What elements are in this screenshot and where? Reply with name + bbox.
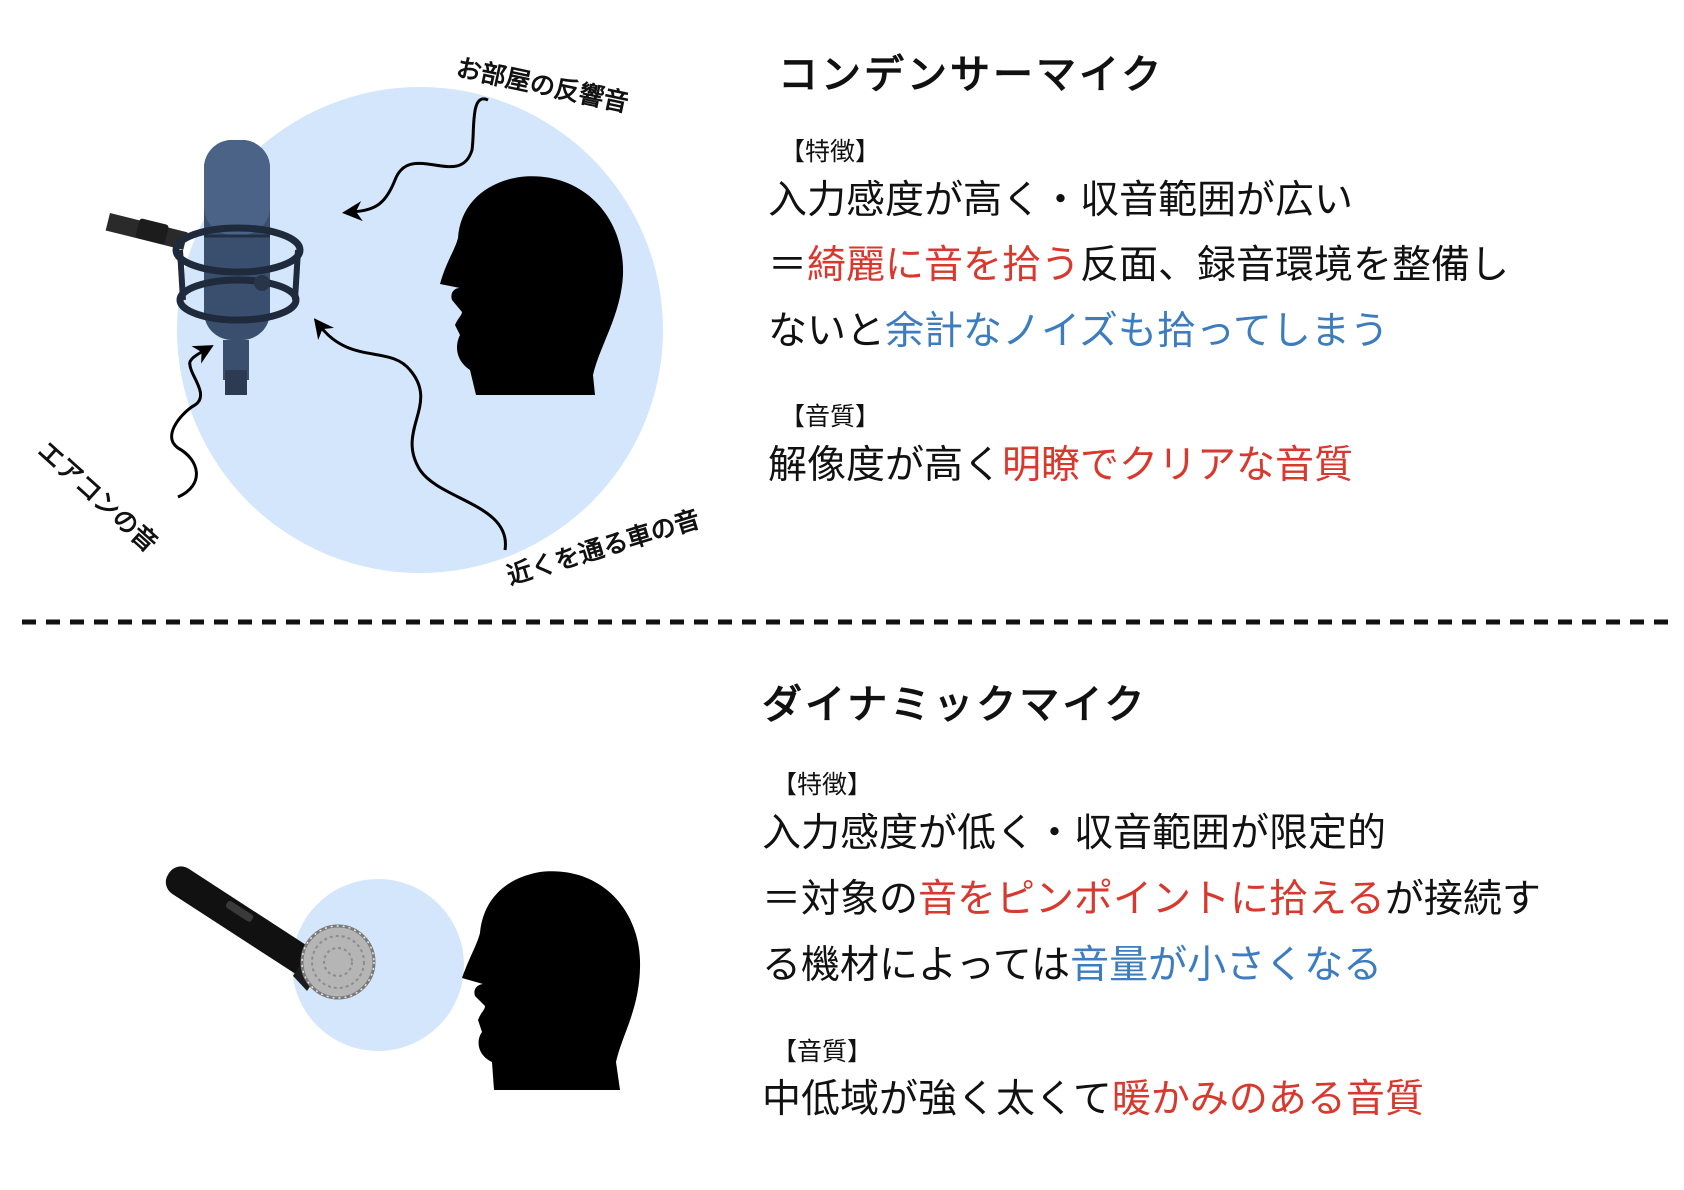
condenser-mic-icon [105, 140, 304, 395]
text-segment: が接続す [1384, 877, 1541, 922]
highlight-blue: 余計なノイズも拾ってしまう [885, 309, 1389, 354]
dynamic-pickup-area [292, 879, 464, 1051]
head-silhouette-icon [462, 871, 641, 1090]
wavy-arrow-icon [313, 318, 507, 551]
text-segment: ないと [768, 309, 886, 354]
text-segment: ＝ [768, 243, 808, 288]
condenser-quality-line: 解像度が高く明瞭でクリアな音質 [768, 442, 1353, 490]
dynamic-title: ダイナミックマイク [762, 682, 1148, 728]
dynamic-quality-line: 中低域が強く太くて暖かみのある音質 [762, 1076, 1424, 1124]
wavy-arrow-icon [342, 97, 489, 222]
head-silhouette-icon [440, 176, 624, 395]
dynamic-feature-line-2: ＝対象の音をピンポイントに拾えるが接続す [762, 876, 1541, 924]
dynamic-feature-line-1: 入力感度が低く・収音範囲が限定的 [762, 811, 1387, 856]
text-segment: 反面、録音環境を整備し [1080, 243, 1510, 288]
dynamic-mic-grille [300, 924, 376, 1000]
highlight-red: 綺麗に音を拾う [807, 243, 1081, 288]
condenser-feature-line-2: ＝綺麗に音を拾う反面、録音環境を整備し [768, 242, 1509, 290]
highlight-red: 明瞭でクリアな音質 [1002, 443, 1354, 488]
text-segment: 解像度が高く [768, 443, 1003, 488]
text-segment: る機材によっては [762, 943, 1071, 988]
highlight-red: 暖かみのある音質 [1111, 1077, 1424, 1122]
text-segment: 中低域が強く太くて [762, 1077, 1112, 1122]
highlight-red: 音をピンポイントに拾える [918, 877, 1385, 922]
dynamic-feature-tag: 【特徴】 [772, 770, 873, 799]
condenser-quality-tag: 【音質】 [780, 402, 881, 431]
condenser-title: コンデンサーマイク [778, 52, 1165, 98]
condenser-feature-line-1: 入力感度が高く・収音範囲が広い [768, 178, 1354, 223]
dynamic-feature-line-3: る機材によっては音量が小さくなる [762, 942, 1382, 990]
text-segment: ＝対象の [762, 877, 919, 922]
highlight-blue: 音量が小さくなる [1070, 943, 1383, 988]
wavy-arrow-icon [170, 345, 214, 499]
condenser-feature-tag: 【特徴】 [780, 137, 881, 166]
condenser-feature-line-3: ないと余計なノイズも拾ってしまう [768, 308, 1389, 356]
dynamic-quality-tag: 【音質】 [772, 1037, 873, 1066]
